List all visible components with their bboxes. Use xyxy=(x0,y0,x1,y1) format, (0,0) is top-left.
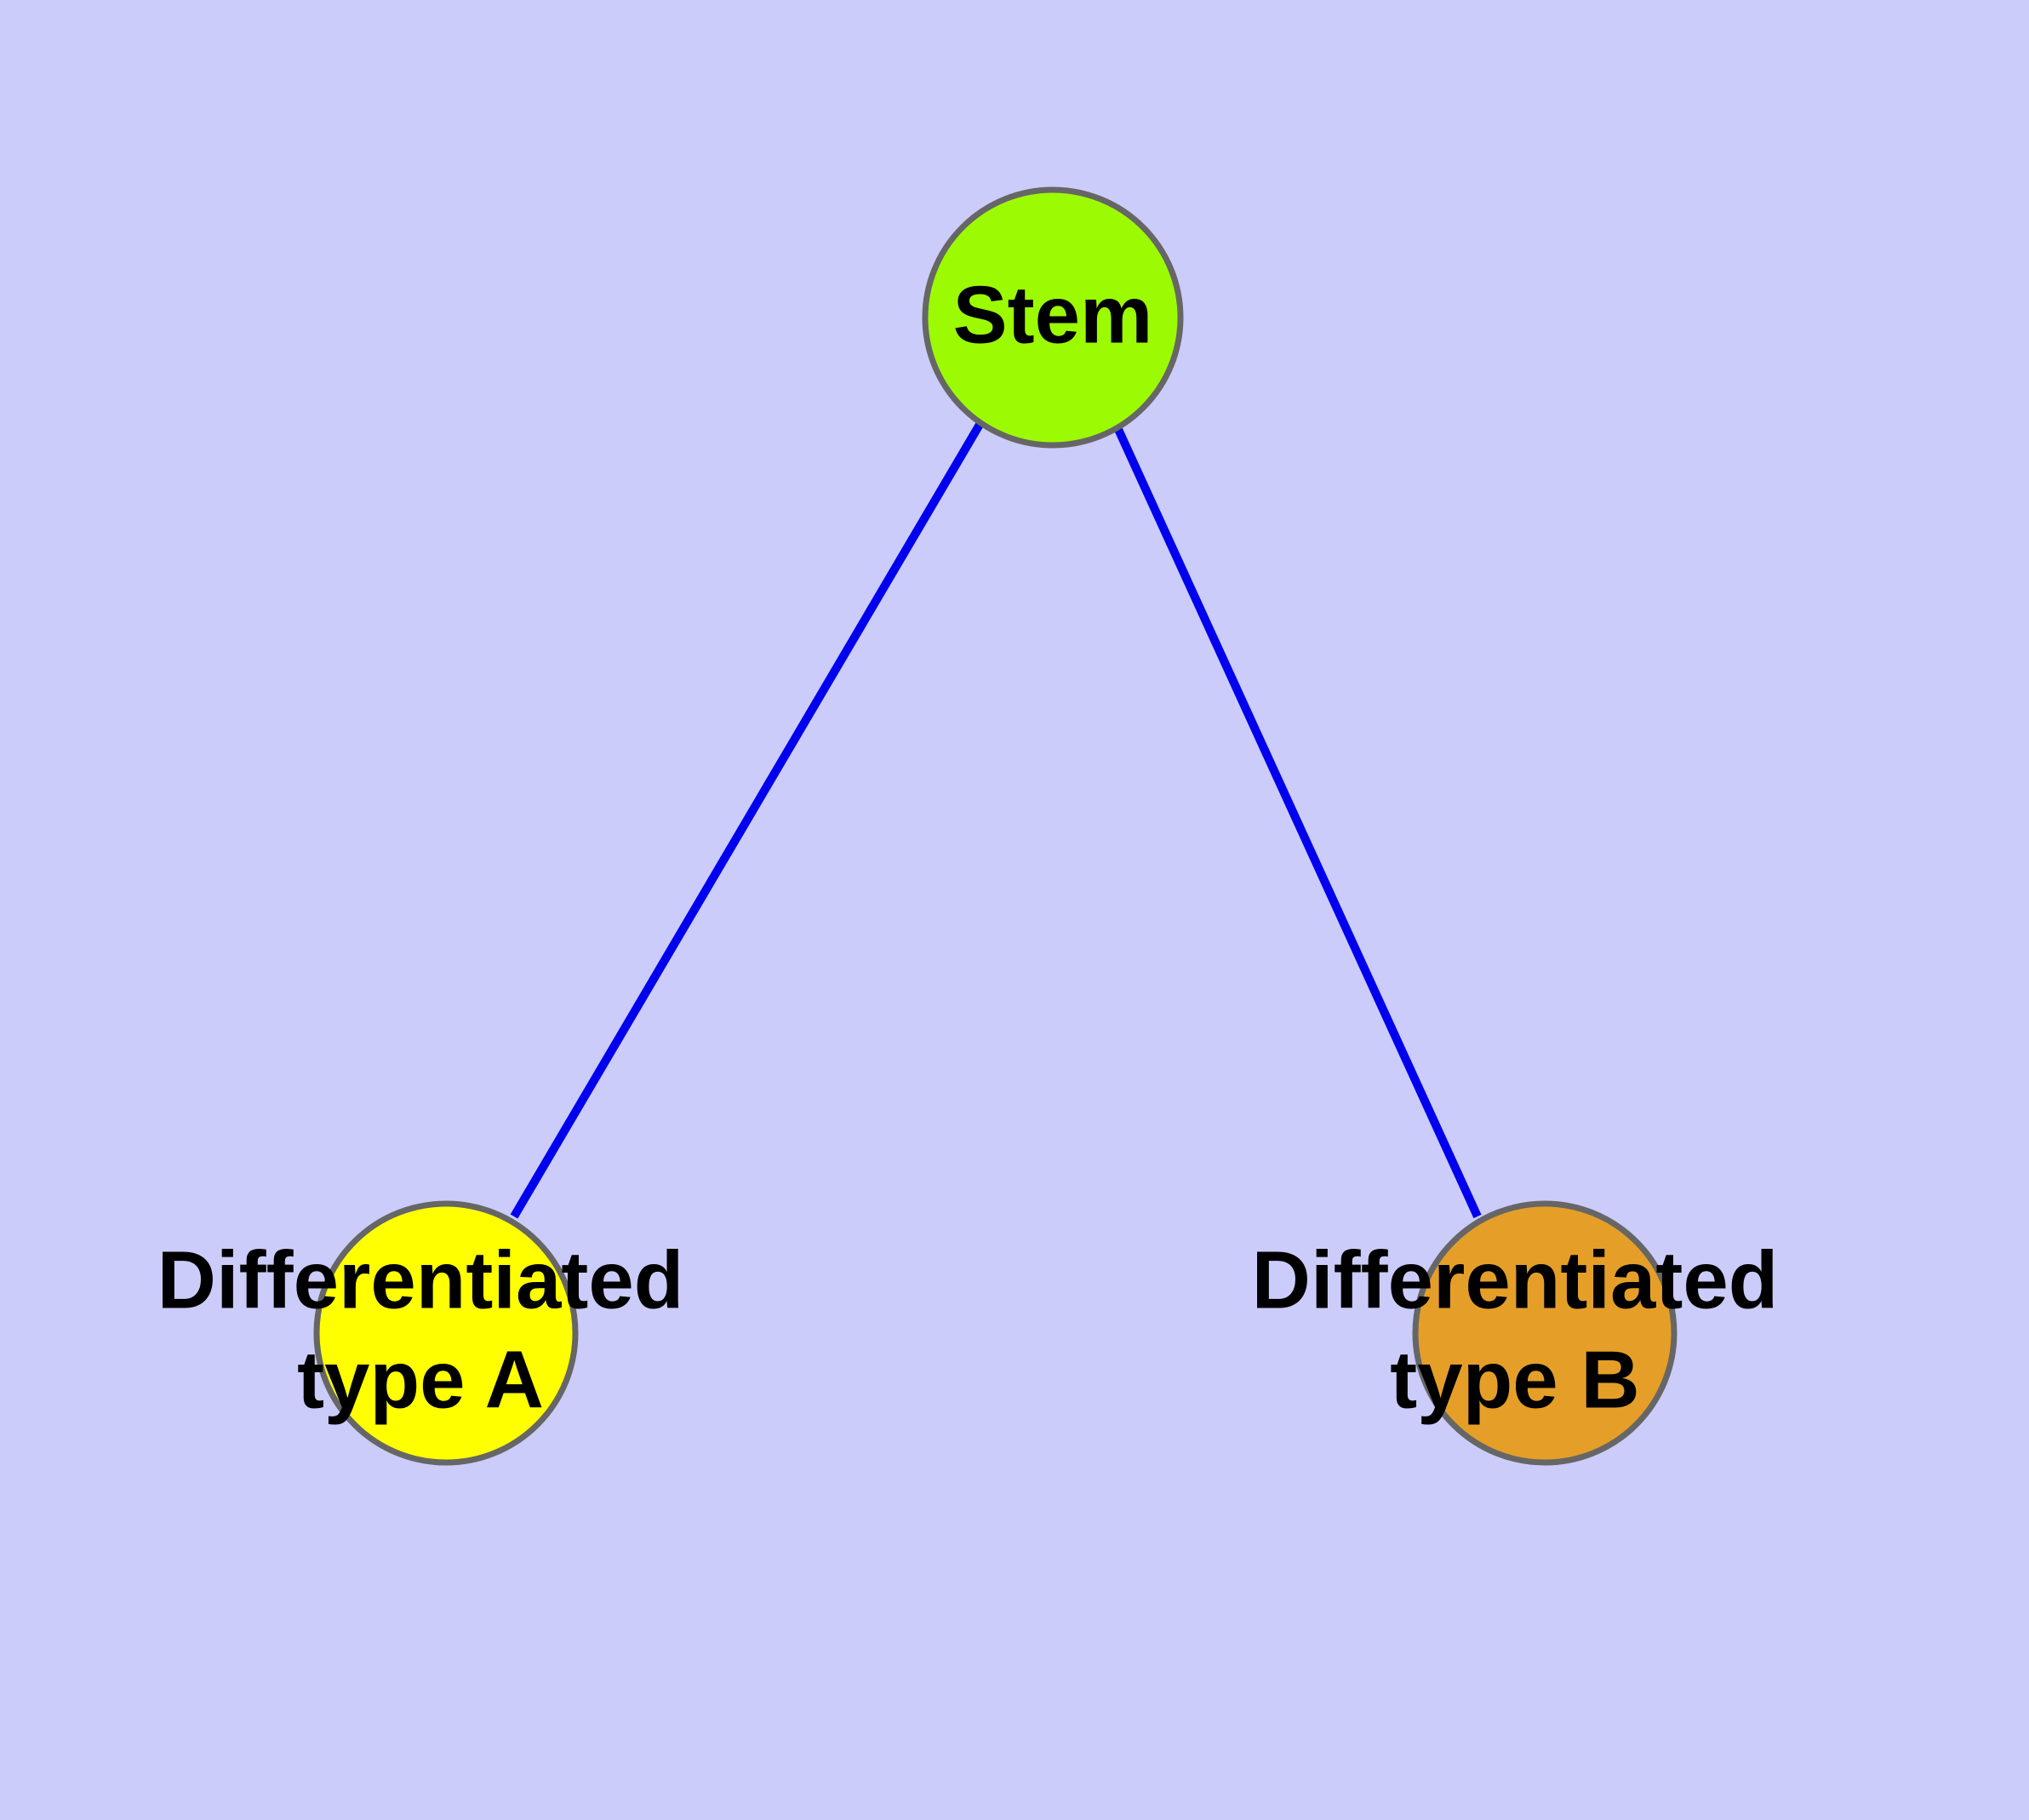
node-differentiated-type-a-label-line2: type A xyxy=(297,1334,544,1425)
node-differentiated-type-b-label-group: Differentiated type B xyxy=(1252,1234,1779,1425)
edges-group xyxy=(510,421,1482,1219)
edge-stem-to-differentiated-type-a[interactable] xyxy=(510,421,985,1219)
node-stem-label: Stem xyxy=(953,269,1153,360)
node-differentiated-type-b[interactable] xyxy=(1412,1200,1677,1466)
node-stem-circle[interactable] xyxy=(922,186,1184,449)
node-differentiated-type-b-circle[interactable] xyxy=(1412,1200,1677,1466)
node-differentiated-type-a[interactable] xyxy=(313,1200,579,1466)
nodes-group: Stem Differentiated type A Differentiate… xyxy=(157,186,1779,1466)
node-differentiated-type-a-circle[interactable] xyxy=(313,1200,579,1466)
node-stem[interactable]: Stem xyxy=(922,186,1184,449)
node-differentiated-type-a-label-group: Differentiated type A xyxy=(157,1234,684,1425)
edge-stem-to-differentiated-type-b[interactable] xyxy=(1112,423,1482,1219)
node-differentiated-type-b-label-line2: type B xyxy=(1390,1334,1639,1425)
node-differentiated-type-a-label-line1: Differentiated xyxy=(157,1234,684,1325)
node-differentiated-type-b-label-line1: Differentiated xyxy=(1252,1234,1779,1325)
